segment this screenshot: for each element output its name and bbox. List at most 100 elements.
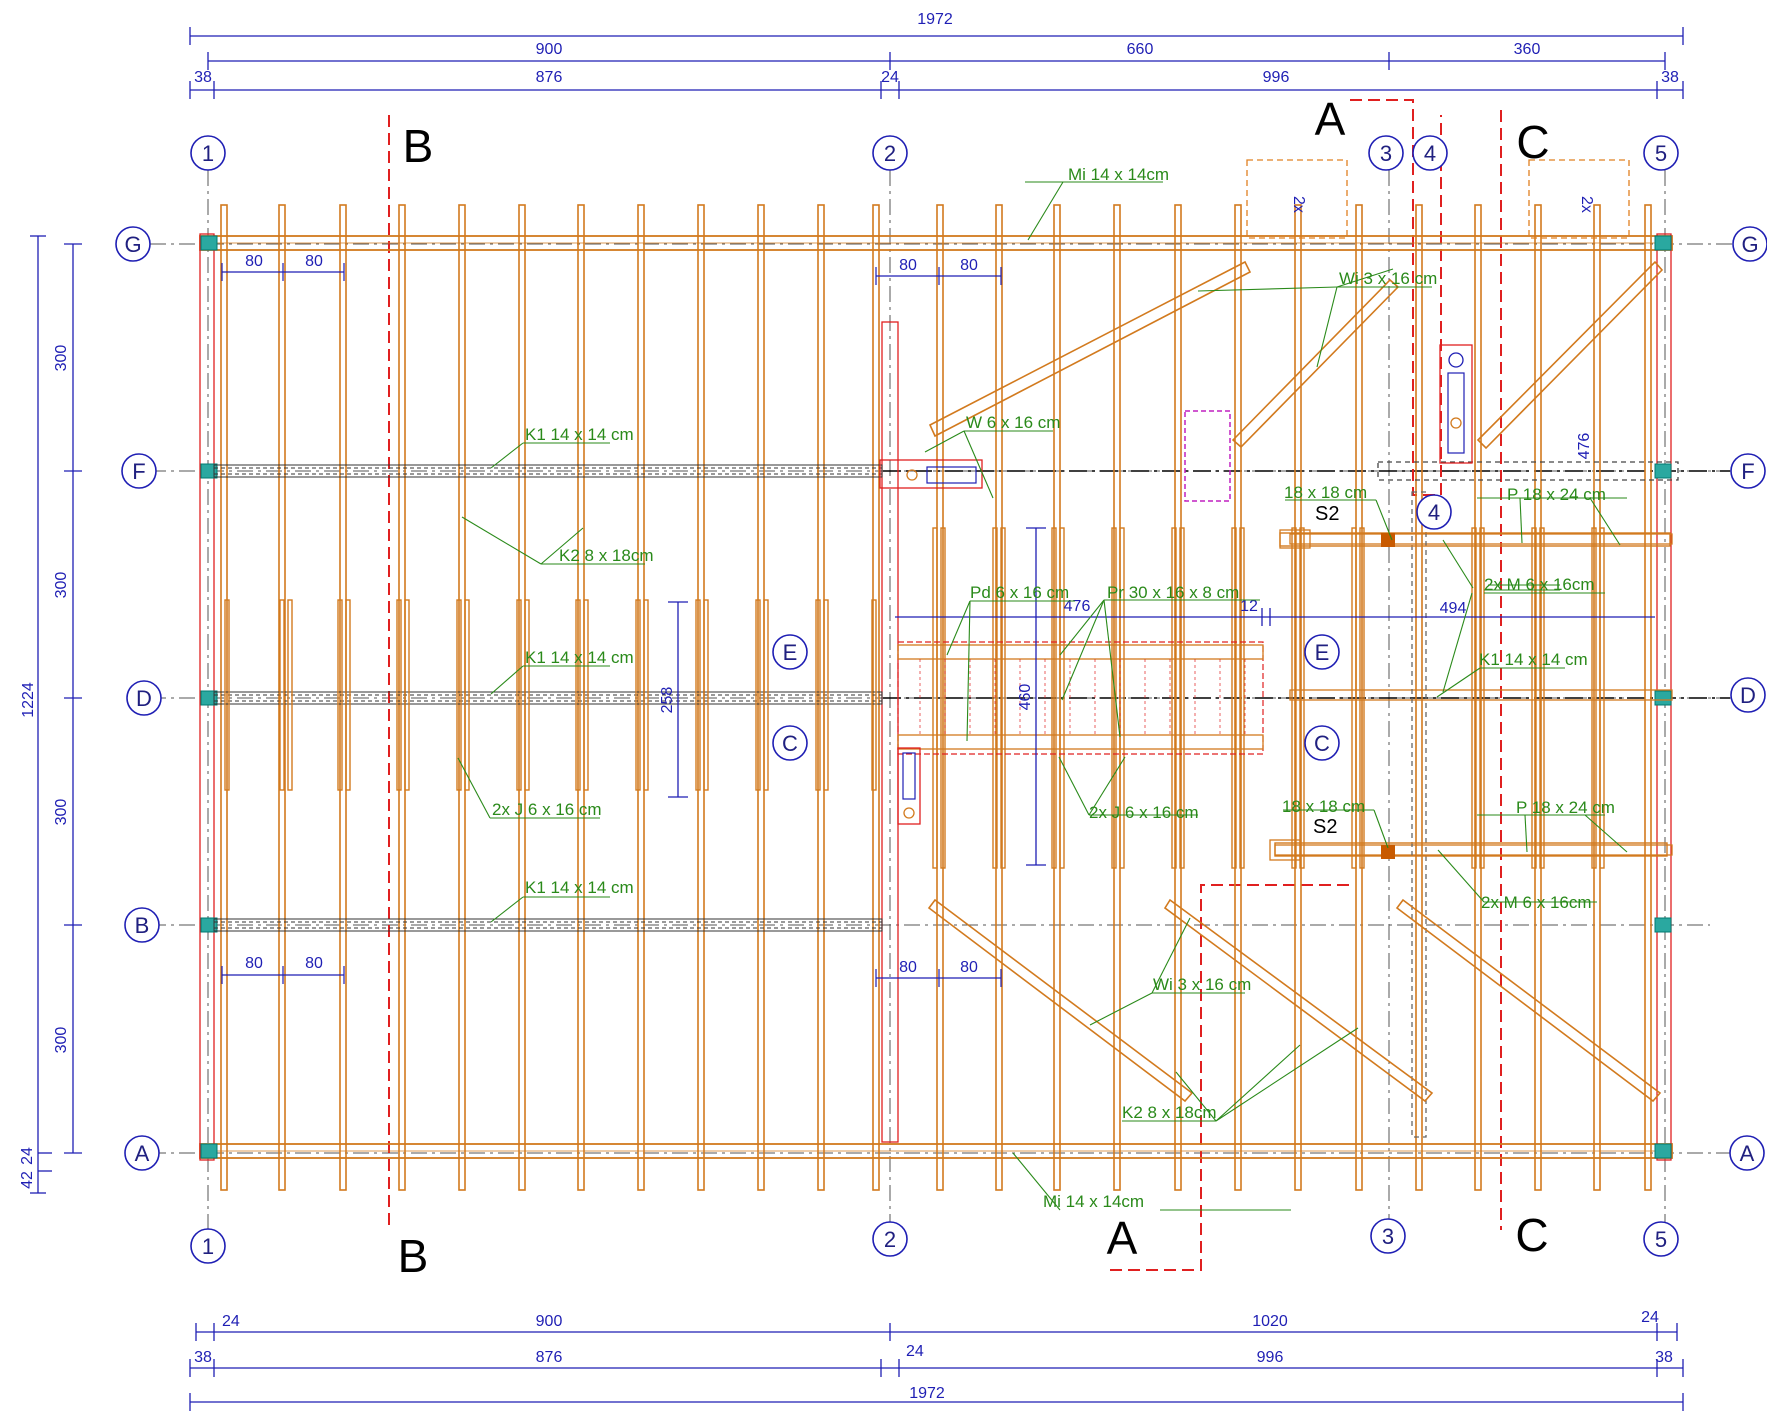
dim-stair-494: 494 <box>1440 600 1467 617</box>
label-k2-bottom: K2 8 x 18cm <box>1122 1103 1217 1122</box>
label-m-top: 2x M 6 x 16cm <box>1484 575 1595 594</box>
section-cut-lines <box>388 99 1502 1271</box>
wall-plates <box>199 235 1673 1159</box>
dim-bot-total: 1972 <box>909 1385 945 1402</box>
dim-stair-12: 12 <box>1240 598 1258 615</box>
dim-spacing-8: 80 <box>960 959 978 976</box>
section-label-c-top: C <box>1516 116 1549 168</box>
axis-2-bottom: 2 <box>884 1227 896 1252</box>
axis-5-bottom: 5 <box>1655 1227 1667 1252</box>
label-mi-bottom: Mi 14 x 14cm <box>1043 1192 1144 1211</box>
label-s2-bottom: S2 <box>1313 816 1337 838</box>
chimney-label-b: 2x <box>1578 196 1595 213</box>
dim-left-base-a: 42 <box>19 1171 36 1189</box>
dim-top-total: 1972 <box>917 11 953 28</box>
dim-spacing-4: 80 <box>305 955 323 972</box>
post-s2 <box>1381 533 1395 859</box>
label-j-left: 2x J 6 x 16 cm <box>492 800 602 819</box>
label-m-bottom: 2x M 6 x 16cm <box>1481 893 1592 912</box>
stair-dimensions <box>668 527 1655 866</box>
bottom-dimension-chains <box>189 1323 1684 1411</box>
dim-bot-edge-right: 24 <box>1641 1309 1659 1326</box>
axis-g-left: G <box>124 232 141 257</box>
axis-a-right: A <box>1740 1141 1755 1166</box>
label-j-right: 2x J 6 x 16 cm <box>1089 803 1199 822</box>
chimney-label-a: 2x <box>1290 196 1307 213</box>
section-label-b-top: B <box>403 120 434 172</box>
label-k1-d: K1 14 x 14 cm <box>525 648 634 667</box>
dim-top-span-right: 996 <box>1263 69 1290 86</box>
dim-spacing-2: 80 <box>305 253 323 270</box>
dim-left-total: 1224 <box>20 682 37 718</box>
label-p-top: P 18 x 24 cm <box>1507 485 1606 504</box>
label-s2-top: S2 <box>1315 503 1339 525</box>
axis-e-left: E <box>783 640 798 665</box>
axis-a-left: A <box>135 1141 150 1166</box>
dim-bot-left: 900 <box>536 1313 563 1330</box>
axis-d-right: D <box>1740 683 1756 708</box>
axis-b-left: B <box>135 913 150 938</box>
dim-bot-gap: 24 <box>906 1343 924 1360</box>
axis-c-right: C <box>1314 731 1330 756</box>
purlins-k1 <box>213 464 883 932</box>
dim-spacing-5: 80 <box>899 257 917 274</box>
spacing-dims <box>221 263 1002 987</box>
dim-left-fd: 300 <box>53 572 70 599</box>
label-pr: Pr 30 x 16 x 8 cm <box>1107 583 1239 602</box>
section-label-c-bottom: C <box>1515 1209 1548 1261</box>
axis-f-left: F <box>132 459 145 484</box>
axis-g-right: G <box>1741 232 1758 257</box>
dim-left-db: 300 <box>53 799 70 826</box>
axis-d-left: D <box>136 686 152 711</box>
dim-stair-258: 258 <box>659 687 676 714</box>
dim-spacing-7: 80 <box>899 959 917 976</box>
axis-bubble-labels: 1 1 2 2 3 3 4 4 5 5 G G F F D D B A A E … <box>124 141 1758 1259</box>
section-label-b-bottom: B <box>398 1230 429 1282</box>
dim-bot-span-left: 876 <box>536 1349 563 1366</box>
section-label-a-top: A <box>1315 93 1346 145</box>
dim-left-ba: 300 <box>53 1027 70 1054</box>
dim-top-left: 900 <box>536 41 563 58</box>
axis-5-top: 5 <box>1655 141 1667 166</box>
dim-bot-e2-left: 38 <box>194 1349 212 1366</box>
axis-4-mid: 4 <box>1428 500 1440 525</box>
dim-spacing-3: 80 <box>245 955 263 972</box>
label-p-bottom: P 18 x 24 cm <box>1516 798 1615 817</box>
label-w6: W 6 x 16 cm <box>966 413 1060 432</box>
dim-top-edge-left: 38 <box>194 69 212 86</box>
dim-spacing-6: 80 <box>960 257 978 274</box>
dim-right-476: 476 <box>1576 433 1593 460</box>
dim-left-gf: 300 <box>53 345 70 372</box>
top-dimension-chains <box>189 27 1684 99</box>
dim-bot-e2-right: 38 <box>1655 1349 1673 1366</box>
purlins-right <box>1269 461 1679 1138</box>
dim-bot-right: 1020 <box>1252 1313 1288 1330</box>
label-k2-top: K2 8 x 18cm <box>559 546 654 565</box>
dim-spacing-1: 80 <box>245 253 263 270</box>
axis-f-right: F <box>1741 459 1754 484</box>
label-k1-right: K1 14 x 14 cm <box>1479 650 1588 669</box>
label-post-18-bottom: 18 x 18 cm <box>1282 797 1365 816</box>
axis-c-left: C <box>782 731 798 756</box>
dim-top-edge-right: 38 <box>1661 69 1679 86</box>
axis-e-right: E <box>1315 640 1330 665</box>
dim-top-right: 360 <box>1514 41 1541 58</box>
struts <box>1274 532 1671 857</box>
axis-3-bottom: 3 <box>1382 1224 1394 1249</box>
axis-4-top: 4 <box>1424 141 1436 166</box>
axis-lines-strong <box>883 470 1730 699</box>
collar-ties-left <box>224 599 877 791</box>
axis-1-top: 1 <box>202 141 214 166</box>
dim-bot-edge-left: 24 <box>222 1313 240 1330</box>
dim-bot-span-right: 996 <box>1257 1349 1284 1366</box>
post-markers <box>200 235 1672 1159</box>
axis-1-bottom: 1 <box>202 1234 214 1259</box>
label-k1-b: K1 14 x 14 cm <box>525 878 634 897</box>
staircase-opening <box>897 641 1264 755</box>
label-wi-top: Wi 3 x 16 cm <box>1339 269 1437 288</box>
axis-bubbles <box>115 135 1767 1264</box>
dim-left-base-b: 24 <box>19 1147 36 1165</box>
dim-stair-476: 476 <box>1064 598 1091 615</box>
axis-2-top: 2 <box>884 141 896 166</box>
